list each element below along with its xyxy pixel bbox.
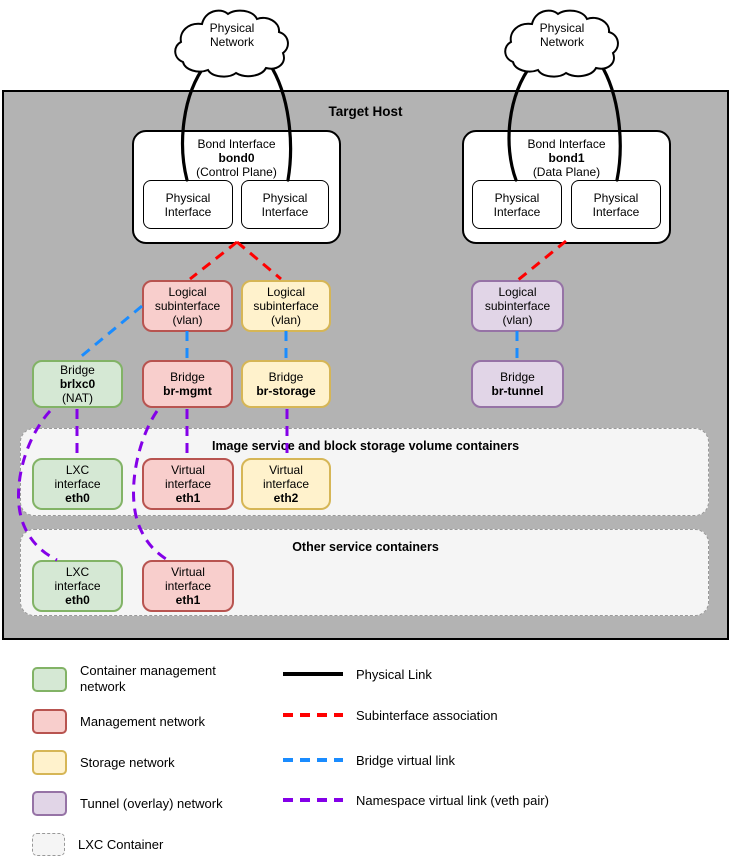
legend-item-lxc-container: LXC Container <box>32 828 163 856</box>
bond1-line3: (Data Plane) <box>532 165 601 179</box>
legend-label: Storage network <box>80 754 175 770</box>
legend-item-bridge-virtual-link: Bridge virtual link <box>283 748 455 772</box>
subinterface-line2: subinterface <box>154 299 221 313</box>
bridge-name: brlxc0 <box>59 377 96 391</box>
physical-interface-box: Physical Interface <box>143 180 233 229</box>
bridge-line1: Bridge <box>170 370 205 384</box>
subinterface-line3: (vlan) <box>172 313 203 327</box>
iface-line1: Virtual <box>171 565 205 579</box>
legend-label: Namespace virtual link (veth pair) <box>356 792 549 808</box>
legend-label: Container management network <box>80 663 216 694</box>
legend-swatch-green <box>32 666 67 692</box>
bridge-br-storage: Bridge br-storage <box>241 360 331 408</box>
bridge-br-tunnel: Bridge br-tunnel <box>471 360 564 408</box>
legend-label: Bridge virtual link <box>356 752 455 768</box>
legend-swatch-red <box>32 708 67 734</box>
iface-lxc-eth0: LXC interface eth0 <box>32 458 123 510</box>
legend-label: LXC Container <box>78 836 164 852</box>
iface-line1: Virtual <box>171 463 205 477</box>
physical-interface-line2: Interface <box>592 204 640 219</box>
legend-line-dashed-red <box>283 713 343 717</box>
physical-interface-line2: Interface <box>164 204 212 219</box>
bridge-line3: (NAT) <box>61 391 94 405</box>
legend-label: Tunnel (overlay) network <box>80 795 223 811</box>
physical-interface-line1: Physical <box>165 190 211 205</box>
legend-label: Management network <box>80 713 206 729</box>
subinterface-mgmt: Logical subinterface (vlan) <box>142 280 233 332</box>
iface-virtual-eth1: Virtual interface eth1 <box>142 458 234 510</box>
legend-swatch-yellow <box>32 749 67 775</box>
legend-swatch-purple <box>32 790 67 816</box>
iface-line2: interface <box>262 477 310 491</box>
iface-name: eth2 <box>273 491 299 505</box>
iface-line2: interface <box>164 477 212 491</box>
physical-interface-box: Physical Interface <box>472 180 562 229</box>
bond1-line1: Bond Interface <box>527 137 606 151</box>
physical-interface-line2: Interface <box>261 204 309 219</box>
bond0-line1: Bond Interface <box>197 137 276 151</box>
subinterface-tunnel: Logical subinterface (vlan) <box>471 280 564 332</box>
iface-line1: LXC <box>65 463 90 477</box>
legend-line-dashed-purple <box>283 798 343 802</box>
iface-line1: Virtual <box>269 463 303 477</box>
cloud-label-line1: Physical <box>539 21 585 35</box>
legend-item-physical-link: Physical Link <box>283 662 432 686</box>
iface-name: eth0 <box>65 491 90 505</box>
bridge-name: br-mgmt <box>163 384 212 398</box>
legend-line-solid-black <box>283 672 343 676</box>
legend-item-storage: Storage network <box>32 746 175 778</box>
cloud-right-label: Physical Network <box>522 16 602 54</box>
subinterface-line2: subinterface <box>253 299 319 313</box>
legend-swatch-lxc <box>32 832 65 856</box>
iface-line2: interface <box>54 477 101 491</box>
bond0-name: bond0 <box>218 151 255 165</box>
subinterface-line1: Logical <box>498 285 537 299</box>
bridge-name: br-storage <box>256 384 316 398</box>
subinterface-line3: (vlan) <box>270 313 301 327</box>
cloud-label-line2: Network <box>539 35 584 49</box>
subinterface-line1: Logical <box>266 285 306 299</box>
legend-item-subif-association: Subinterface association <box>283 703 498 727</box>
physical-interface-box: Physical Interface <box>241 180 329 229</box>
legend-label: Subinterface association <box>356 707 498 723</box>
physical-interface-line1: Physical <box>262 190 308 205</box>
bridge-br-mgmt: Bridge br-mgmt <box>142 360 233 408</box>
target-host-label: Target Host <box>328 104 403 119</box>
bond0-line3: (Control Plane) <box>196 165 277 179</box>
subinterface-storage: Logical subinterface (vlan) <box>241 280 331 332</box>
bond1-name: bond1 <box>548 151 585 165</box>
physical-interface-line1: Physical <box>593 190 639 205</box>
subinterface-line1: Logical <box>168 285 207 299</box>
iface-virtual-eth1: Virtual interface eth1 <box>142 560 234 612</box>
bridge-brlxc0: Bridge brlxc0 (NAT) <box>32 360 123 408</box>
legend-line-dashed-blue <box>283 758 343 762</box>
legend-item-tunnel: Tunnel (overlay) network <box>32 787 223 819</box>
legend-item-container-mgmt: Container management network <box>32 662 255 696</box>
iface-lxc-eth0: LXC interface eth0 <box>32 560 123 612</box>
container-other-services-title: Other service containers <box>292 540 439 554</box>
subinterface-line2: subinterface <box>484 299 551 313</box>
iface-name: eth1 <box>175 491 201 505</box>
iface-line2: interface <box>164 579 212 593</box>
cloud-label-line1: Physical <box>209 21 255 35</box>
iface-name: eth0 <box>65 593 90 607</box>
container-image-service-title: Image service and block storage volume c… <box>211 439 520 453</box>
subinterface-line3: (vlan) <box>502 313 533 327</box>
iface-name: eth1 <box>175 593 201 607</box>
bridge-line1: Bridge <box>500 370 535 384</box>
iface-line2: interface <box>54 579 101 593</box>
physical-interface-box: Physical Interface <box>571 180 661 229</box>
bridge-line1: Bridge <box>60 363 95 377</box>
physical-interface-line2: Interface <box>493 204 541 219</box>
bridge-line1: Bridge <box>268 370 304 384</box>
legend-item-namespace-virtual-link: Namespace virtual link (veth pair) <box>283 788 549 812</box>
legend-item-management: Management network <box>32 705 205 737</box>
physical-interface-line1: Physical <box>494 190 540 205</box>
iface-virtual-eth2: Virtual interface eth2 <box>241 458 331 510</box>
bridge-name: br-tunnel <box>491 384 544 398</box>
cloud-left-label: Physical Network <box>192 16 272 54</box>
cloud-label-line2: Network <box>209 35 254 49</box>
legend-label: Physical Link <box>356 666 432 682</box>
iface-line1: LXC <box>65 565 90 579</box>
